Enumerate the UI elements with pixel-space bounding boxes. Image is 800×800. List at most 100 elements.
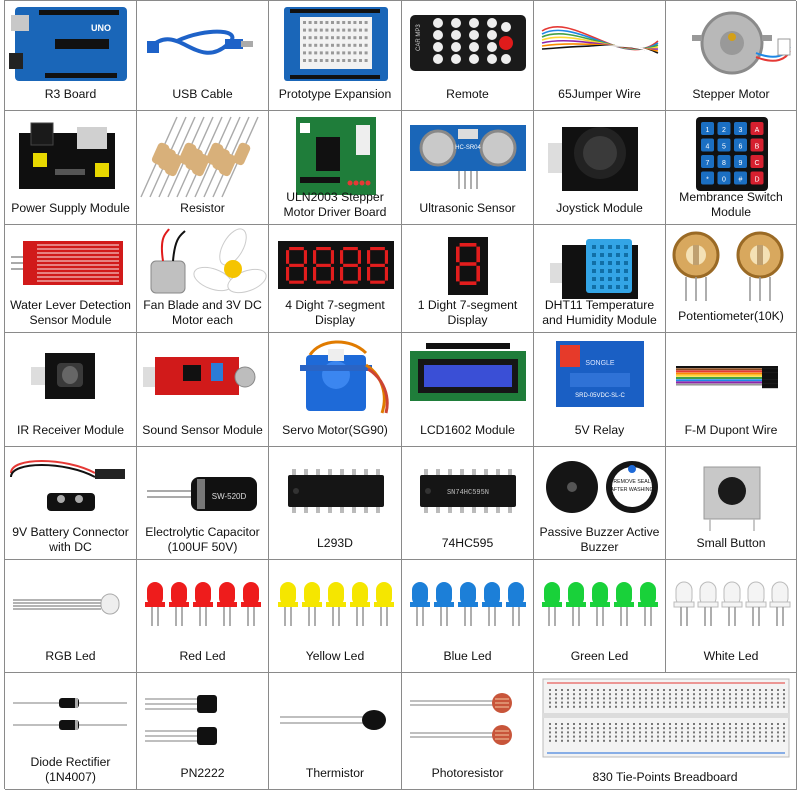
- one-digit-display-icon: [448, 237, 488, 295]
- component-cell: UNO R3 Board: [5, 1, 137, 111]
- component-cell: Yellow Led: [269, 560, 402, 673]
- component-label: Remote: [446, 87, 489, 101]
- driver-board-icon: [295, 117, 376, 195]
- ir-receiver-icon: [31, 353, 95, 399]
- component-label: LCD1602 Module: [420, 423, 515, 437]
- svg-text:0: 0: [722, 177, 726, 184]
- svg-text:1: 1: [705, 127, 709, 134]
- component-label: Water Lever Detection Sensor Module: [10, 298, 131, 327]
- dupont-wire-icon: [675, 366, 778, 389]
- component-cell: Green Led: [534, 560, 666, 673]
- component-label: DHT11 Temperature and Humidity Module: [542, 298, 657, 327]
- water-sensor-icon: [11, 241, 123, 285]
- component-label: Passive Buzzer Active Buzzer: [539, 525, 660, 554]
- component-label: Power Supply Module: [11, 201, 130, 215]
- component-label: Fan Blade and 3V DC Motor each: [143, 298, 262, 327]
- component-label: L293D: [317, 536, 353, 550]
- component-cell: ULN2003 Stepper Motor Driver Board: [269, 111, 402, 225]
- photoresistor-icon: [410, 692, 512, 745]
- component-cell: Potentiometer(10K): [666, 225, 797, 333]
- component-label: Servo Motor(SG90): [282, 423, 388, 437]
- svg-text:8: 8: [722, 160, 726, 167]
- component-label: 65Jumper Wire: [558, 87, 641, 101]
- svg-text:2: 2: [722, 127, 726, 134]
- component-cell: Sound Sensor Module: [137, 333, 269, 447]
- svg-text:SONGLE: SONGLE: [585, 360, 615, 367]
- component-label: White Led: [703, 649, 759, 663]
- component-cell: L293D: [269, 447, 402, 560]
- component-cell: Diode Rectifier (1N4007): [5, 673, 137, 790]
- component-label: Red Led: [179, 649, 226, 663]
- component-cell: Red Led: [137, 560, 269, 673]
- component-cell: Small Button: [666, 447, 797, 560]
- component-label: Potentiometer(10K): [678, 309, 784, 323]
- component-cell: LCD1602 Module: [402, 333, 534, 447]
- component-label: Diode Rectifier (1N4007): [30, 755, 111, 784]
- component-label: Membrance Switch Module: [679, 190, 783, 219]
- component-cell: Servo Motor(SG90): [269, 333, 402, 447]
- component-cell: IR Receiver Module: [5, 333, 137, 447]
- stepper-motor-icon: [691, 11, 791, 75]
- component-cell: RGB Led: [5, 560, 137, 673]
- prototype-shield-icon: [283, 7, 388, 81]
- component-cell: F-M Dupont Wire: [666, 333, 797, 447]
- svg-text:#: #: [738, 177, 742, 184]
- component-label: Small Button: [696, 536, 766, 550]
- component-label: Electrolytic Capacitor (100UF 50V): [145, 525, 260, 554]
- component-label: PN2222: [180, 766, 225, 780]
- component-label: Prototype Expansion: [278, 87, 392, 101]
- component-label: Green Led: [570, 649, 629, 663]
- sound-sensor-icon: [143, 357, 256, 395]
- svg-text:C: C: [754, 160, 759, 167]
- component-cell: DHT11 Temperature and Humidity Module: [534, 225, 666, 333]
- component-label: ULN2003 Stepper Motor Driver Board: [283, 190, 387, 219]
- component-cell: 9V Battery Connector with DC: [5, 447, 137, 560]
- component-label: Resistor: [180, 201, 225, 215]
- ultrasonic-sensor-icon: HC-SR04: [410, 125, 526, 189]
- component-cell: White Led: [666, 560, 797, 673]
- component-cell: PN2222: [137, 673, 269, 790]
- svg-text:6: 6: [738, 144, 742, 151]
- component-cell: SW-520D Electrolytic Capacitor (100UF 50V…: [137, 447, 269, 560]
- breadboard-icon: [542, 678, 789, 758]
- component-label: Sound Sensor Module: [142, 423, 263, 437]
- potentiometer-icon: [672, 231, 783, 301]
- component-label: R3 Board: [44, 87, 97, 101]
- component-cell: Photoresistor: [402, 673, 534, 790]
- component-label: Ultrasonic Sensor: [419, 201, 516, 215]
- component-label: F-M Dupont Wire: [684, 423, 778, 437]
- component-cell: Joystick Module: [534, 111, 666, 225]
- lcd-module-icon: [410, 343, 526, 401]
- svg-text:3: 3: [738, 127, 742, 134]
- svg-text:SW-520D: SW-520D: [212, 492, 247, 501]
- blue-led-icon: [410, 581, 526, 626]
- svg-text:A: A: [754, 127, 759, 134]
- thermistor-icon: [279, 709, 386, 730]
- dht11-sensor-icon: [550, 239, 638, 299]
- yellow-led-icon: [277, 581, 394, 626]
- component-label: 5V Relay: [574, 423, 625, 437]
- transistor-icon: [145, 694, 217, 745]
- component-label: Thermistor: [305, 766, 365, 780]
- diode-icon: [13, 698, 127, 730]
- component-label: 830 Tie-Points Breadboard: [592, 770, 738, 784]
- component-label: 74HC595: [441, 536, 494, 550]
- four-digit-display-icon: [277, 241, 394, 289]
- white-led-icon: [673, 581, 790, 626]
- capacitor-icon: SW-520D: [147, 477, 257, 511]
- component-cell: 830 Tie-Points Breadboard: [534, 673, 797, 790]
- component-label: 1 Dight 7-segment Display: [417, 298, 518, 327]
- arduino-board-icon: UNO: [9, 7, 127, 81]
- component-cell: SN74HC595N 74HC595: [402, 447, 534, 560]
- component-cell: Prototype Expansion: [269, 1, 402, 111]
- ic-chip-icon: SN74HC595N: [420, 468, 516, 513]
- green-led-icon: [542, 581, 658, 626]
- component-label: RGB Led: [45, 649, 96, 663]
- component-cell: Blue Led: [402, 560, 534, 673]
